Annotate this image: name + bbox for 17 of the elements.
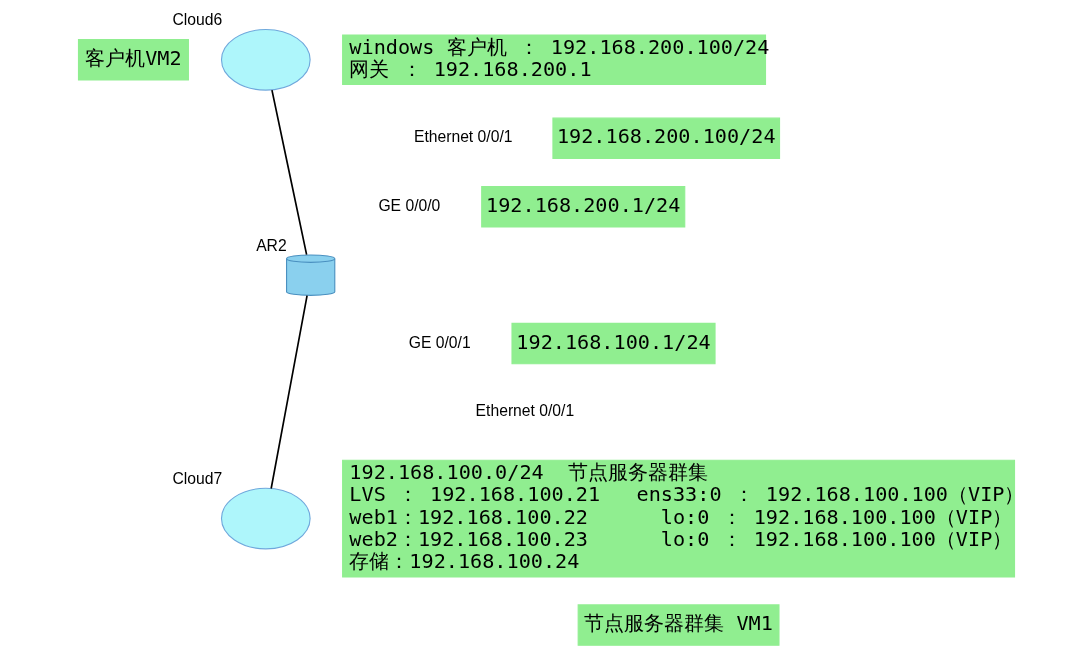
node-cloud <box>220 28 311 91</box>
node-box: 客户机VM2 <box>77 39 189 81</box>
label: Ethernet 0/0/1 <box>475 402 574 420</box>
label: Ethernet 0/0/1 <box>413 128 512 146</box>
connector <box>269 294 308 490</box>
label: GE 0/0/1 <box>408 333 471 351</box>
node-box: 节点服务器群集 VM1 <box>577 604 779 646</box>
node-label: AR2 <box>255 236 287 254</box>
label: GE 0/0/0 <box>377 196 440 214</box>
node-box: 192.168.200.100/24 <box>551 117 780 160</box>
node-box: 192.168.200.1/24 <box>480 186 685 228</box>
node-box: 192.168.100.1/24 <box>510 322 716 365</box>
node-cloud <box>220 487 311 550</box>
node-label: Cloud6 <box>172 11 222 29</box>
connector <box>270 89 307 256</box>
node-box: 192.168.100.0/24 节点服务器群集 LVS ： 192.168.100.21 ens33:0 ： 192.168.100.100（VIP） web1：192.168.100.22 lo:0 ： 192.168.100.100（VIP） web2：192.168.100.23 lo:0 ： 192.168.100.100（VIP） 存储：192.168.100.24 <box>341 459 1015 578</box>
node-label: Cloud7 <box>172 470 222 488</box>
